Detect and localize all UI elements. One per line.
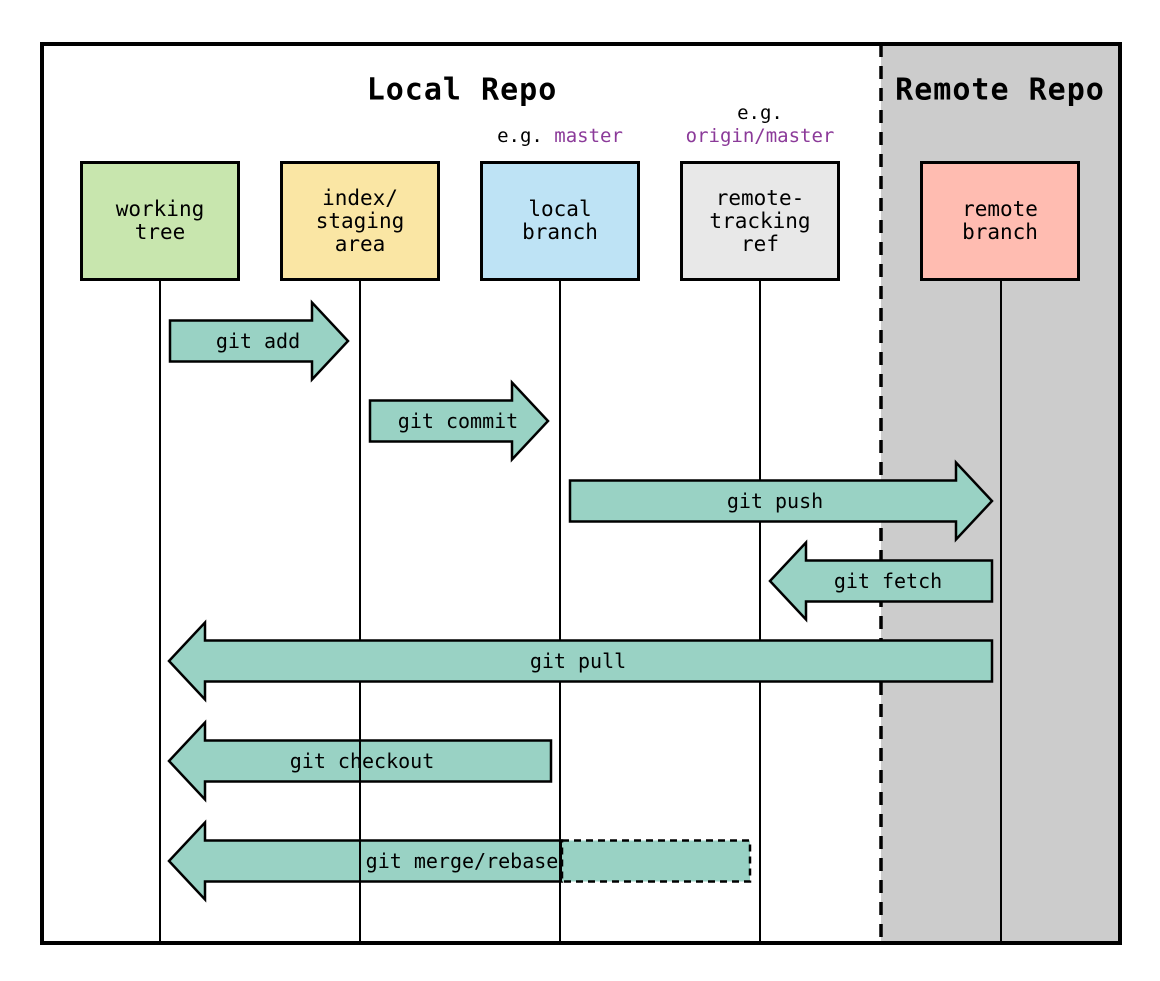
git-pull-label: git pull — [529, 649, 627, 673]
remote-repo-title: Remote Repo — [895, 72, 1105, 108]
lifelines — [159, 280, 1002, 943]
git-commit-arrow — [368, 379, 550, 463]
node-remote-tracking-ref: remote- tracking ref — [680, 161, 840, 281]
git-merge-rebase-label: git merge/rebase — [365, 849, 559, 873]
git-add-label: git add — [215, 329, 301, 353]
example-branch-name: origin/master — [685, 125, 835, 147]
git-push-label: git push — [726, 489, 824, 513]
git-fetch-label: git fetch — [833, 569, 943, 593]
example-prefix: e.g. — [497, 125, 543, 147]
example-prefix: e.g. — [737, 102, 783, 124]
node-local-branch: local branch — [480, 161, 640, 281]
node-remote-branch: remote branch — [920, 161, 1080, 281]
git-checkout-label: git checkout — [289, 749, 435, 773]
git-fetch-arrow — [768, 539, 994, 623]
git-commit-label: git commit — [397, 409, 519, 433]
local-repo-title: Local Repo — [366, 72, 558, 108]
git-merge-rebase-arrow — [167, 819, 564, 903]
node-index-staging-area: index/ staging area — [280, 161, 440, 281]
git-merge-rebase-dashed-tail — [560, 839, 752, 883]
example-branch-name: master — [554, 125, 623, 147]
git-push-arrow — [568, 459, 994, 543]
git-add-arrow — [168, 299, 350, 383]
example-label-local-branch: e.g. master — [497, 125, 623, 147]
example-label-remote-branch: origin/master — [686, 125, 835, 147]
node-working-tree: working tree — [80, 161, 240, 281]
git-pull-arrow — [167, 619, 994, 703]
example-label-remote-prefix: e.g. — [737, 102, 783, 124]
lifeline-overlays — [359, 738, 561, 884]
